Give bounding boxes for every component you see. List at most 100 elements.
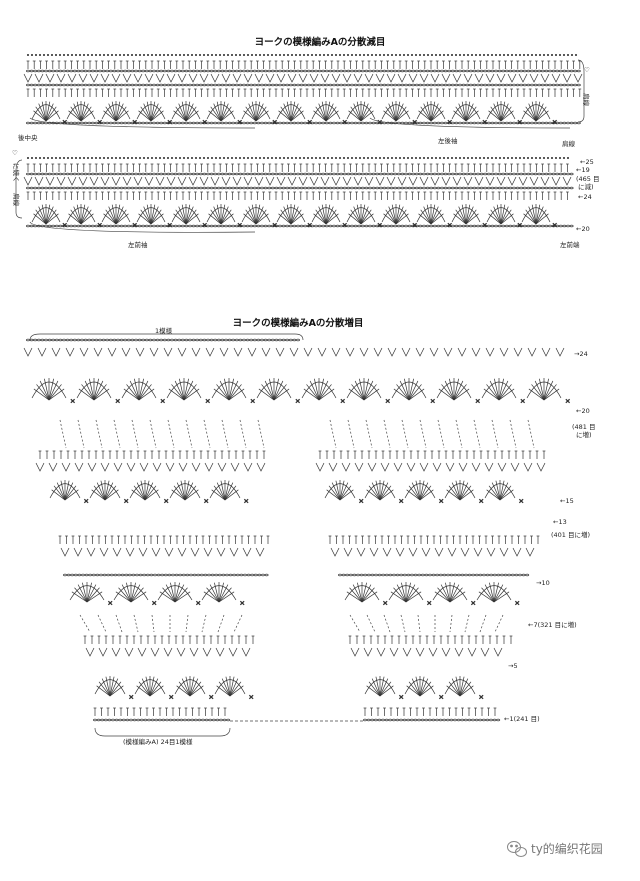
fan-stitch <box>361 582 367 603</box>
dashed-guide <box>95 419 103 449</box>
fan-stitch <box>363 378 369 401</box>
slip-stitch <box>266 53 270 57</box>
chain-stitch <box>94 121 99 125</box>
chain-stitch <box>152 338 156 342</box>
chain-stitch <box>40 186 45 190</box>
slip-stitch <box>258 156 262 160</box>
chain-stitch <box>460 573 465 577</box>
chain-stitch <box>278 224 282 228</box>
wechat-icon <box>507 841 527 857</box>
chain-stitch <box>156 573 161 577</box>
chain-stitch <box>162 121 167 125</box>
chain-stitch <box>83 121 88 125</box>
fan-stitch <box>535 101 541 122</box>
chain-stitch <box>76 186 81 190</box>
fan-stitch <box>535 206 544 225</box>
stitch-row <box>26 191 569 200</box>
v-stitch <box>199 73 209 83</box>
slip-stitch <box>170 156 174 160</box>
slip-stitch <box>146 156 150 160</box>
chain-stitch <box>148 121 153 125</box>
chain-stitch <box>458 224 462 228</box>
chain-stitch <box>256 172 261 176</box>
v-stitch <box>408 73 418 83</box>
slip-stitch <box>134 53 138 57</box>
v-stitch <box>98 647 108 657</box>
chain-stitch <box>413 718 418 722</box>
chain-stitch <box>252 224 257 228</box>
fan-stitch <box>459 676 465 697</box>
chain-stitch <box>177 83 182 87</box>
fan-stitch <box>77 584 88 603</box>
chain-stitch <box>252 338 257 342</box>
fan-stitch <box>395 110 409 122</box>
chain-stitch <box>357 224 362 228</box>
single-crochet-mark: × <box>479 693 484 701</box>
chain-stitch <box>191 83 196 87</box>
chain-stitch <box>468 224 473 228</box>
chain-stitch <box>414 83 419 87</box>
chain-stitch <box>36 186 41 190</box>
fan-stitch <box>174 584 185 603</box>
v-stitch <box>380 462 390 472</box>
chain-stitch <box>135 573 139 577</box>
chain-stitch <box>548 224 552 228</box>
chain-stitch <box>91 573 96 577</box>
v-stitch <box>191 462 201 472</box>
chain-stitch <box>418 224 423 228</box>
v-stitch <box>523 462 533 472</box>
fan-stitch <box>71 591 88 603</box>
slip-stitch <box>322 156 326 160</box>
v-stitch <box>152 462 162 472</box>
chain-stitch <box>51 186 56 190</box>
fan-stitch <box>130 582 136 603</box>
fan-stitch <box>408 384 422 401</box>
fan-stitch <box>543 388 560 401</box>
slip-stitch <box>242 156 246 160</box>
chain-stitch <box>238 338 243 342</box>
v-row <box>85 647 251 657</box>
fan-stitch <box>385 209 397 225</box>
fan-stitch <box>224 480 230 501</box>
fan-stitch <box>488 213 502 225</box>
chain-stitch <box>332 121 336 125</box>
chain-stitch <box>153 573 157 577</box>
chain-stitch <box>144 83 149 87</box>
slip-stitch <box>482 156 486 160</box>
chain-stitch <box>270 121 275 125</box>
chain-stitch <box>198 83 203 87</box>
chain-stitch <box>180 121 185 125</box>
fan-stitch <box>528 206 537 225</box>
v-stitch <box>473 547 483 557</box>
chain-stitch <box>105 83 110 87</box>
chain-stitch <box>422 83 426 87</box>
fan-stitch <box>396 384 410 401</box>
fan-stitch <box>359 378 365 401</box>
v-stitch <box>551 73 561 83</box>
chain-stitch <box>328 224 333 228</box>
chain-stitch <box>519 69 524 73</box>
chain-stitch <box>371 83 376 87</box>
v-stitch <box>401 347 411 357</box>
fan-stitch <box>363 388 380 401</box>
v-stitch <box>389 647 399 657</box>
v-stitch <box>386 176 396 186</box>
slip-stitch <box>490 53 494 57</box>
chain-stitch <box>206 224 210 228</box>
fan-stitch <box>146 101 152 122</box>
chain-stitch <box>512 69 516 73</box>
chain-stitch <box>87 338 92 342</box>
chain-stitch <box>566 224 570 228</box>
chain-stitch <box>103 718 108 722</box>
chain-stitch <box>83 186 88 190</box>
chain-stitch <box>101 121 106 125</box>
fan-stitch <box>395 209 407 225</box>
slip-stitch <box>458 156 462 160</box>
chain-stitch <box>173 338 178 342</box>
chain-stitch <box>364 224 369 228</box>
fan-stitch <box>318 103 327 122</box>
fan-stitch <box>396 584 407 603</box>
fan-stitch <box>181 101 187 122</box>
chain-stitch <box>526 69 531 73</box>
chain-stitch <box>267 83 272 87</box>
